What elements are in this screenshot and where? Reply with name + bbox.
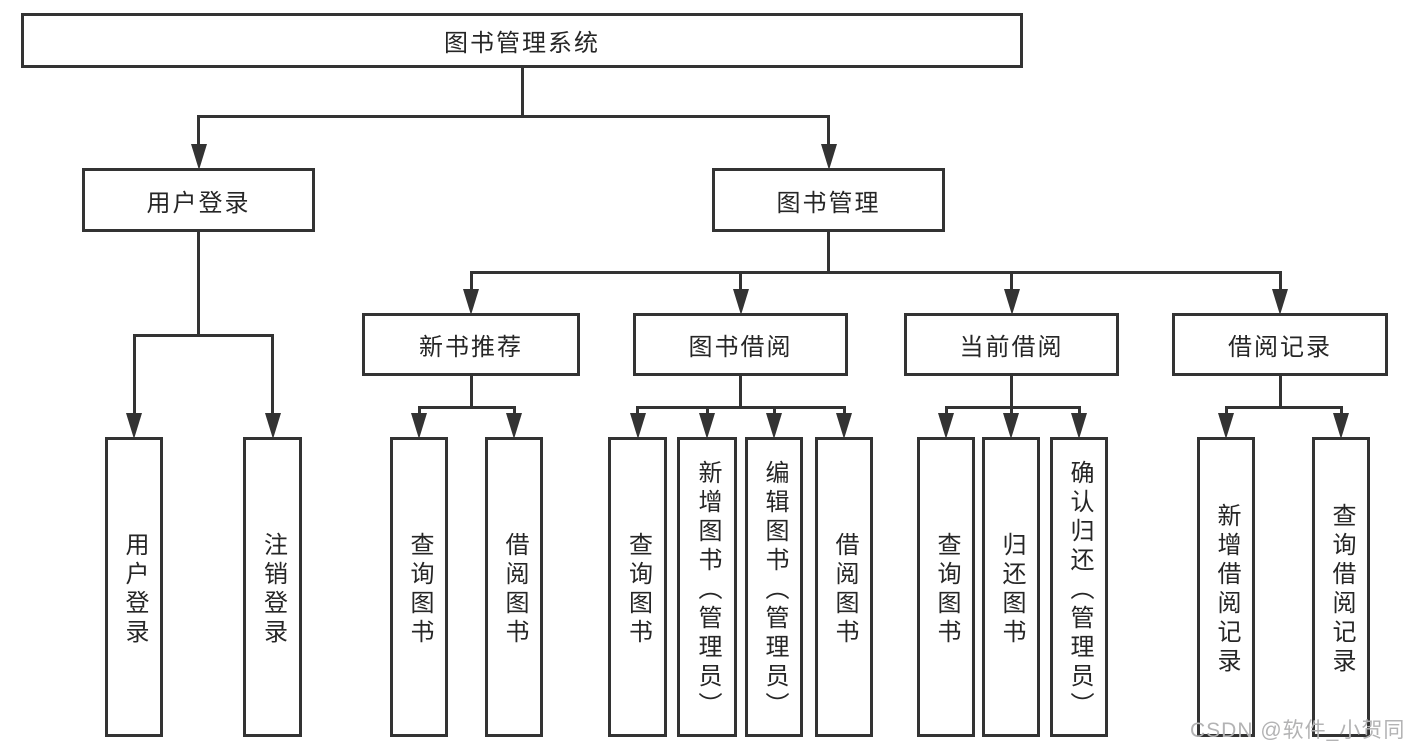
node-book-management: 图书管理 xyxy=(712,168,945,232)
node-label: 查询图书 xyxy=(624,532,652,648)
connector-drop-new-book-recommendation xyxy=(469,271,473,293)
arrowhead-logout xyxy=(264,413,281,439)
node-label: 用户登录 xyxy=(146,189,251,217)
connector-rail-book-management xyxy=(469,271,1282,274)
connector-drop-cb-confirm-return xyxy=(1077,406,1081,417)
connector-stem-user-login xyxy=(197,230,200,337)
connector-stem-root xyxy=(520,66,524,118)
node-bb-add-books: 新增图书（管理员） xyxy=(677,437,737,737)
connector-drop-nb-borrow-books xyxy=(512,406,516,417)
arrowhead-book-management xyxy=(820,144,837,170)
arrowhead-cb-confirm-return xyxy=(1071,413,1087,439)
arrowhead-book-borrowing xyxy=(732,289,749,315)
connector-drop-bb-edit-books xyxy=(772,406,776,417)
arrowhead-bb-search-books xyxy=(629,413,646,439)
arrowhead-login xyxy=(126,413,142,439)
arrowhead-bb-borrow-books xyxy=(836,413,852,439)
node-label: 图书借阅 xyxy=(688,334,793,361)
arrowhead-user-login xyxy=(190,144,207,170)
node-label: 注销登录 xyxy=(259,532,287,648)
connector-drop-login xyxy=(132,334,136,417)
arrowhead-cb-return-books xyxy=(1003,413,1019,439)
node-label: 新书推荐 xyxy=(419,334,523,361)
node-label: 新增借阅记录 xyxy=(1213,503,1240,677)
node-borrowing-records: 借阅记录 xyxy=(1172,313,1388,376)
node-label: 查询图书 xyxy=(933,532,960,648)
node-bb-search-books: 查询图书 xyxy=(608,437,667,737)
node-label: 借阅图书 xyxy=(501,532,528,648)
arrowhead-cb-search-books xyxy=(938,413,954,439)
connector-drop-bb-borrow-books xyxy=(842,406,846,417)
arrowhead-nb-borrow-books xyxy=(506,413,522,439)
connector-rail-new-book-recommendation xyxy=(417,406,516,409)
arrowhead-nb-search-books xyxy=(411,413,427,439)
node-label: 图书管理系统 xyxy=(444,30,600,57)
node-new-book-recommendation: 新书推荐 xyxy=(362,313,580,376)
connector-drop-bb-search-books xyxy=(636,406,639,417)
arrowhead-br-search-record xyxy=(1333,413,1349,439)
node-label: 借阅图书 xyxy=(831,532,858,648)
arrowhead-current-borrowing xyxy=(1003,289,1020,315)
connector-rail-borrowing-records xyxy=(1224,406,1343,409)
connector-stem-current-borrowing xyxy=(1010,374,1013,409)
arrowhead-br-add-record xyxy=(1218,413,1234,439)
connector-stem-new-book-recommendation xyxy=(469,374,473,409)
connector-drop-br-add-record xyxy=(1224,406,1228,417)
node-br-add-record: 新增借阅记录 xyxy=(1197,437,1255,737)
arrowhead-borrowing-records xyxy=(1272,289,1288,315)
node-label: 图书管理 xyxy=(776,189,881,217)
connector-rail-root xyxy=(197,115,830,118)
connector-drop-br-search-record xyxy=(1339,406,1343,417)
connector-stem-book-management xyxy=(827,230,830,274)
connector-drop-cb-return-books xyxy=(1009,406,1013,417)
node-label: 查询图书 xyxy=(406,532,433,648)
connector-drop-user-login xyxy=(197,115,200,148)
connector-drop-logout xyxy=(271,334,274,417)
node-label: 查询借阅记录 xyxy=(1328,503,1355,677)
connector-drop-current-borrowing xyxy=(1010,271,1013,293)
arrowhead-new-book-recommendation xyxy=(463,289,479,315)
node-label: 当前借阅 xyxy=(959,334,1064,361)
node-root: 图书管理系统 xyxy=(21,13,1023,68)
node-label: 编辑图书（管理员） xyxy=(761,459,788,721)
node-bb-borrow-books: 借阅图书 xyxy=(815,437,873,737)
node-label: 新增图书（管理员） xyxy=(694,459,721,721)
connector-drop-book-borrowing xyxy=(739,271,742,293)
node-label: 确认归还（管理员） xyxy=(1066,459,1093,721)
connector-drop-bb-add-books xyxy=(705,406,709,417)
node-br-search-record: 查询借阅记录 xyxy=(1312,437,1370,737)
connector-drop-book-management xyxy=(827,115,830,148)
node-user-login: 用户登录 xyxy=(82,168,315,232)
node-nb-borrow-books: 借阅图书 xyxy=(485,437,543,737)
arrowhead-bb-add-books xyxy=(699,413,715,439)
connector-rail-current-borrowing xyxy=(944,406,1081,409)
node-nb-search-books: 查询图书 xyxy=(390,437,448,737)
node-current-borrowing: 当前借阅 xyxy=(904,313,1119,376)
node-book-borrowing: 图书借阅 xyxy=(633,313,848,376)
node-login: 用户登录 xyxy=(105,437,163,737)
connector-rail-book-borrowing xyxy=(636,406,846,409)
node-label: 用户登录 xyxy=(121,532,148,648)
connector-drop-nb-search-books xyxy=(417,406,421,417)
connector-rail-user-login xyxy=(132,334,274,337)
node-cb-search-books: 查询图书 xyxy=(917,437,975,737)
node-label: 归还图书 xyxy=(998,532,1025,648)
node-logout: 注销登录 xyxy=(243,437,302,737)
node-cb-confirm-return: 确认归还（管理员） xyxy=(1050,437,1108,737)
arrowhead-bb-edit-books xyxy=(766,413,782,439)
connector-stem-book-borrowing xyxy=(739,374,742,409)
connector-drop-borrowing-records xyxy=(1278,271,1282,293)
connector-stem-borrowing-records xyxy=(1278,374,1282,409)
node-bb-edit-books: 编辑图书（管理员） xyxy=(745,437,803,737)
node-label: 借阅记录 xyxy=(1228,334,1332,361)
node-cb-return-books: 归还图书 xyxy=(982,437,1040,737)
connector-drop-cb-search-books xyxy=(944,406,948,417)
watermark: CSDN @软件_小贺同学 xyxy=(1190,719,1405,742)
